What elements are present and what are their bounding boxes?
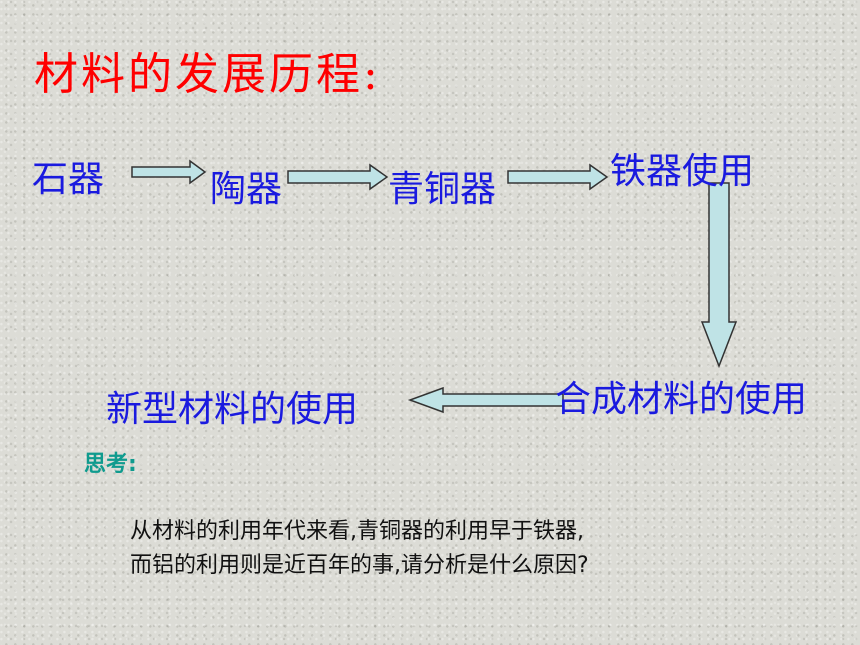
arrow-iron-to-synthetic bbox=[700, 182, 738, 369]
node-bronze: 青铜器 bbox=[388, 169, 497, 210]
node-pottery: 陶器 bbox=[210, 169, 283, 210]
arrow-pottery-to-bronze bbox=[287, 163, 389, 191]
arrow-synthetic-to-new bbox=[407, 386, 564, 414]
node-new-materials: 新型材料的使用 bbox=[106, 389, 359, 430]
think-label: 思考: bbox=[84, 452, 137, 477]
node-iron: 铁器使用 bbox=[610, 151, 755, 192]
node-synthetic: 合成材料的使用 bbox=[555, 379, 808, 420]
arrow-stone-to-pottery bbox=[131, 159, 207, 185]
page-title: 材料的发展历程: bbox=[34, 49, 381, 100]
question-line: 从材料的利用年代来看,青铜器的利用早于铁器, bbox=[130, 519, 584, 544]
arrow-bronze-to-iron bbox=[507, 163, 609, 191]
question-line: 而铝的利用则是近百年的事,请分析是什么原因? bbox=[130, 553, 589, 578]
node-stone: 石器 bbox=[32, 159, 105, 200]
